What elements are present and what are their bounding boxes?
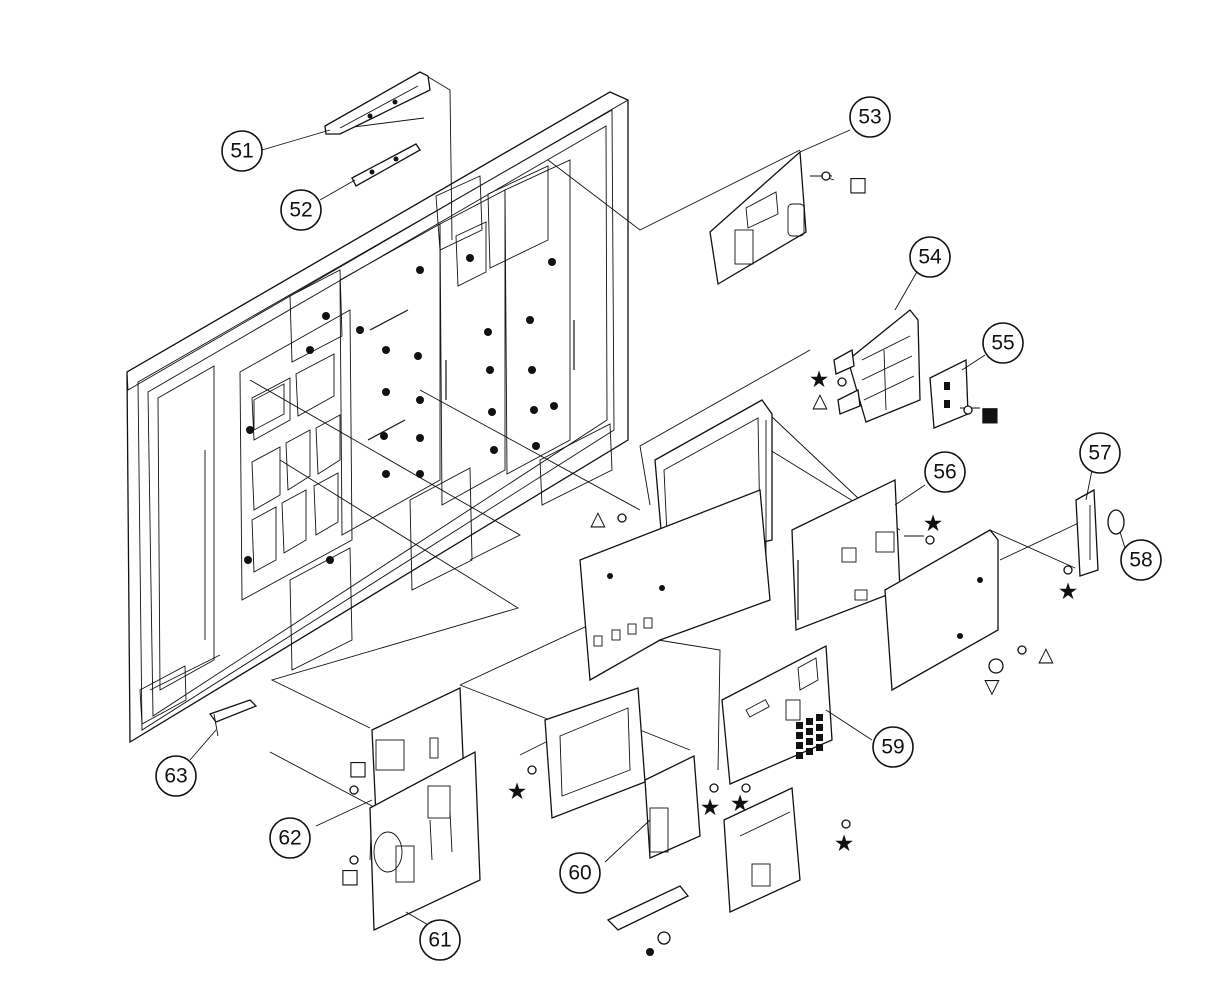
lower-right-shield [723, 787, 801, 913]
screws [349, 171, 1073, 865]
callout-54: 54 [909, 236, 951, 278]
callout-53: 53 [849, 96, 891, 138]
part-56-board [791, 478, 924, 631]
callout-leaders [189, 129, 1126, 927]
part-55-bracket [929, 358, 980, 429]
lower-center-box [544, 687, 646, 819]
star-symbol: ★ [700, 795, 721, 821]
svg-text:56: 56 [933, 461, 956, 484]
star-symbol: ★ [834, 831, 855, 857]
part-53-board [709, 150, 832, 286]
part-61-board [369, 750, 481, 932]
star-symbol: ★ [923, 511, 944, 537]
part-57-bracket [1075, 488, 1099, 577]
triangle-down-symbol: ▽ [984, 674, 1000, 698]
callout-60: 60 [559, 852, 601, 894]
part-59-board [721, 644, 833, 785]
part-51-bracket [324, 71, 431, 135]
part-56-cover [884, 529, 1004, 692]
part-54-bracket [833, 309, 921, 423]
fastener-symbols: □ ■ ★ △ △ ★ ★ △ ▽ ★ ★ ★ ★ □ □ [341, 172, 1079, 888]
svg-text:63: 63 [164, 765, 187, 788]
part-63-clip [208, 699, 258, 737]
part-58-clip [1107, 509, 1125, 535]
part-60-board [644, 754, 701, 859]
callout-56: 56 [924, 451, 966, 493]
svg-text:55: 55 [991, 332, 1014, 355]
callout-57: 57 [1079, 432, 1121, 474]
callout-51: 51 [221, 130, 263, 172]
central-board [579, 489, 771, 682]
callout-63: 63 [155, 755, 197, 797]
svg-text:54: 54 [918, 246, 942, 269]
svg-text:60: 60 [568, 862, 591, 885]
triangle-up-symbol: △ [1038, 642, 1054, 666]
svg-text:59: 59 [881, 736, 904, 759]
square-open-symbol: □ [341, 864, 360, 888]
callout-55: 55 [982, 322, 1024, 364]
square-filled-symbol: ■ [981, 402, 1000, 426]
star-symbol: ★ [730, 791, 751, 817]
triangle-up-symbol: △ [590, 506, 606, 530]
callout-58: 58 [1120, 539, 1162, 581]
svg-text:53: 53 [858, 106, 881, 129]
callout-62: 62 [269, 817, 311, 859]
callout-59: 59 [872, 726, 914, 768]
part-52-plate [351, 143, 421, 187]
callout-52: 52 [280, 189, 322, 231]
svg-text:61: 61 [428, 929, 451, 952]
svg-text:57: 57 [1088, 442, 1111, 465]
star-symbol: ★ [507, 779, 528, 805]
svg-text:62: 62 [278, 827, 301, 850]
star-symbol: ★ [1058, 579, 1079, 605]
star-symbol: ★ [809, 367, 830, 393]
svg-text:52: 52 [289, 199, 312, 222]
main-chassis-frame [126, 91, 629, 744]
svg-text:51: 51 [230, 140, 253, 163]
callout-61: 61 [419, 919, 461, 961]
triangle-up-symbol: △ [812, 388, 828, 412]
square-open-symbol: □ [349, 756, 368, 780]
bottom-bracket [606, 885, 690, 956]
square-open-symbol: □ [849, 172, 868, 196]
svg-text:58: 58 [1129, 549, 1152, 572]
